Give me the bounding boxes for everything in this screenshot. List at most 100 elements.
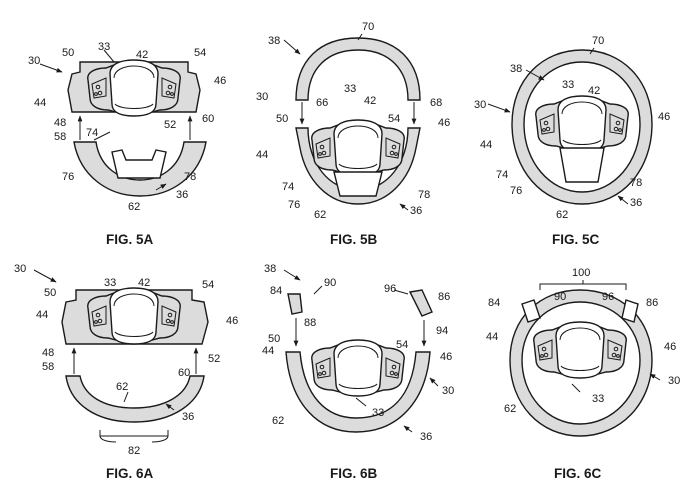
- right-rim-segment-6b: [408, 289, 433, 317]
- ref-33: 33: [344, 83, 356, 95]
- ref-48: 48: [42, 347, 54, 359]
- ref-86: 86: [438, 291, 450, 303]
- ref-86: 86: [646, 297, 658, 309]
- ref-70: 70: [362, 21, 374, 33]
- ref-44: 44: [262, 345, 274, 357]
- airbag-module-5a: [87, 59, 181, 117]
- ref-42: 42: [364, 95, 376, 107]
- ref-46: 46: [658, 111, 670, 123]
- airbag-module-6c: [533, 321, 627, 379]
- ref-33: 33: [562, 79, 574, 91]
- airbag-module-5c: [535, 95, 629, 153]
- ref-48: 48: [54, 117, 66, 129]
- ref-78: 78: [418, 189, 430, 201]
- ref-44: 44: [486, 331, 498, 343]
- ref-74: 74: [496, 169, 508, 181]
- ref-46: 46: [438, 117, 450, 129]
- ref-52: 52: [164, 119, 176, 131]
- ref-62: 62: [116, 381, 128, 393]
- ref-96: 96: [602, 291, 614, 303]
- figure-6c: 100 90 96 84 86 44 46 30 33 62 FIG. 6C: [486, 267, 680, 481]
- ref-58: 58: [42, 361, 54, 373]
- ref-90: 90: [324, 277, 336, 289]
- airbag-module-5b: [311, 119, 405, 177]
- ref-42: 42: [136, 49, 148, 61]
- ref-76: 76: [288, 199, 300, 211]
- ref-76: 76: [510, 185, 522, 197]
- caption-fig-5c: FIG. 5C: [552, 232, 600, 247]
- ref-30: 30: [256, 91, 268, 103]
- ref-62: 62: [128, 201, 140, 213]
- ref-33: 33: [372, 407, 384, 419]
- airbag-module-6a: [87, 287, 181, 345]
- ref-68: 68: [430, 97, 442, 109]
- left-rim-segment-6b: [287, 293, 303, 315]
- ref-76: 76: [62, 171, 74, 183]
- ref-50: 50: [276, 113, 288, 125]
- ref-44: 44: [36, 309, 48, 321]
- ref-84: 84: [270, 285, 282, 297]
- airbag-module-6b: [311, 339, 405, 397]
- ref-74: 74: [282, 181, 294, 193]
- ref-30: 30: [474, 99, 486, 111]
- ref-94: 94: [436, 325, 448, 337]
- lower-spoke-5c: [559, 147, 605, 183]
- ref-52: 52: [208, 353, 220, 365]
- ref-30: 30: [668, 375, 680, 387]
- caption-fig-6b: FIG. 6B: [330, 466, 378, 481]
- left-rim-segment-6c: [521, 299, 541, 323]
- figure-6a: 30 33 42 50 54 44 46 48 58 52 62 60 36 8…: [14, 263, 238, 481]
- ref-44: 44: [256, 149, 268, 161]
- ref-62: 62: [504, 403, 516, 415]
- ref-50: 50: [268, 333, 280, 345]
- ref-42: 42: [588, 85, 600, 97]
- ref-50: 50: [62, 47, 74, 59]
- ref-54: 54: [202, 279, 214, 291]
- ref-84: 84: [488, 297, 500, 309]
- figure-5b: 70 38 30 66 68 33 42 50 54 46 44 74 76 7…: [256, 21, 450, 247]
- ref-36: 36: [182, 411, 194, 423]
- ref-100: 100: [572, 267, 590, 279]
- ref-74: 74: [86, 127, 98, 139]
- ref-46: 46: [226, 315, 238, 327]
- ref-46: 46: [664, 341, 676, 353]
- lower-spoke-5a: [111, 149, 167, 179]
- ref-36: 36: [630, 197, 642, 209]
- caption-fig-5a: FIG. 5A: [106, 232, 154, 247]
- ref-44: 44: [480, 139, 492, 151]
- ref-96: 96: [384, 283, 396, 295]
- caption-fig-5b: FIG. 5B: [330, 232, 378, 247]
- ref-33: 33: [98, 41, 110, 53]
- ref-70: 70: [592, 35, 604, 47]
- ref-62: 62: [556, 209, 568, 221]
- caption-fig-6c: FIG. 6C: [554, 466, 602, 481]
- ref-46: 46: [440, 351, 452, 363]
- ref-54: 54: [194, 47, 206, 59]
- lower-spoke-5b: [333, 171, 383, 197]
- figure-5c: 70 38 30 33 42 46 44 74 76 78 62 36 FIG.…: [474, 35, 670, 247]
- ref-62: 62: [272, 415, 284, 427]
- ref-33: 33: [592, 393, 604, 405]
- lower-rim-6a: [65, 375, 205, 423]
- ref-60: 60: [178, 367, 190, 379]
- ref-58: 58: [54, 131, 66, 143]
- ref-36: 36: [420, 431, 432, 443]
- upper-rim-5b: [295, 37, 421, 101]
- ref-38: 38: [264, 263, 276, 275]
- lower-rim-5b: [295, 127, 421, 205]
- ref-60: 60: [202, 113, 214, 125]
- ref-82: 82: [128, 445, 140, 457]
- ref-30: 30: [28, 55, 40, 67]
- ref-54: 54: [388, 113, 400, 125]
- ref-46: 46: [214, 75, 226, 87]
- ref-30: 30: [442, 385, 454, 397]
- figure-5a: 30 33 50 42 54 46 44 48 58 74 52 60 76 7…: [28, 41, 226, 247]
- rim-6c: [509, 289, 653, 437]
- ref-88: 88: [304, 317, 316, 329]
- ref-36: 36: [176, 189, 188, 201]
- caption-fig-6a: FIG. 6A: [106, 466, 154, 481]
- lower-rim-6b: [285, 351, 431, 433]
- ref-78: 78: [184, 171, 196, 183]
- ref-42: 42: [138, 277, 150, 289]
